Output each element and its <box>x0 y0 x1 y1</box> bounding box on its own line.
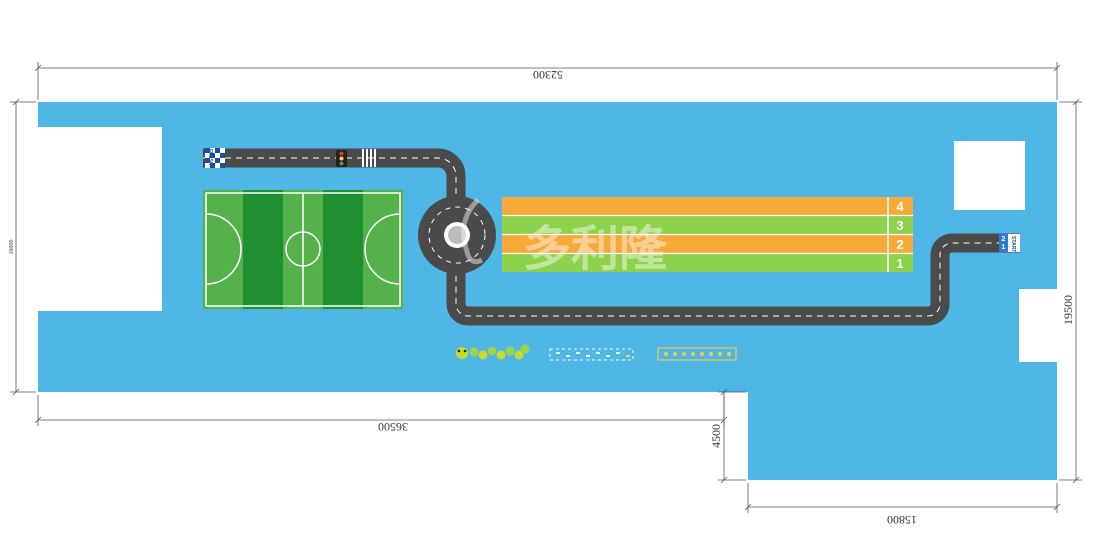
hopscotch-caterpillar <box>456 344 530 360</box>
watermark-logo-icon <box>461 198 484 265</box>
start-lane-1: 1 <box>1002 244 1006 251</box>
soccer-field <box>203 190 403 309</box>
dim-right-width: 15800 <box>887 513 917 527</box>
traffic-light-icon <box>336 150 347 167</box>
running-track: 4 3 2 1 <box>502 197 913 272</box>
track-lane-1: 1 <box>896 256 903 271</box>
finish-label: FINISH <box>207 149 213 166</box>
dim-left-width: 36500 <box>378 420 408 434</box>
dim-notch-height: 4500 <box>709 424 723 448</box>
crosswalk <box>362 149 376 167</box>
track-lane-3: 3 <box>896 218 903 233</box>
white-room-left <box>38 127 162 311</box>
dim-left-height: 16000 <box>9 240 15 255</box>
start-box: 1 2 START <box>999 234 1020 252</box>
ladder-game <box>657 347 737 361</box>
watermark-text: 多利隆 <box>523 221 668 277</box>
white-room-top-right <box>954 141 1025 210</box>
finish-flag-icon <box>205 148 225 168</box>
dimension-lines <box>10 62 1082 513</box>
dim-total-height: 19500 <box>1061 295 1075 325</box>
floor-area <box>38 102 1057 480</box>
start-label: START <box>1010 236 1016 252</box>
white-room-right <box>1019 289 1057 362</box>
road: FINISH 1 2 START <box>203 148 1020 326</box>
track-lane-4: 4 <box>896 199 904 214</box>
track-lane-2: 2 <box>896 237 903 252</box>
watermark: 多利隆 <box>461 198 668 277</box>
dim-total-width: 52300 <box>533 68 563 82</box>
roundabout <box>418 196 496 274</box>
start-lane-2: 2 <box>1002 236 1006 243</box>
footprint-trail <box>549 348 634 361</box>
